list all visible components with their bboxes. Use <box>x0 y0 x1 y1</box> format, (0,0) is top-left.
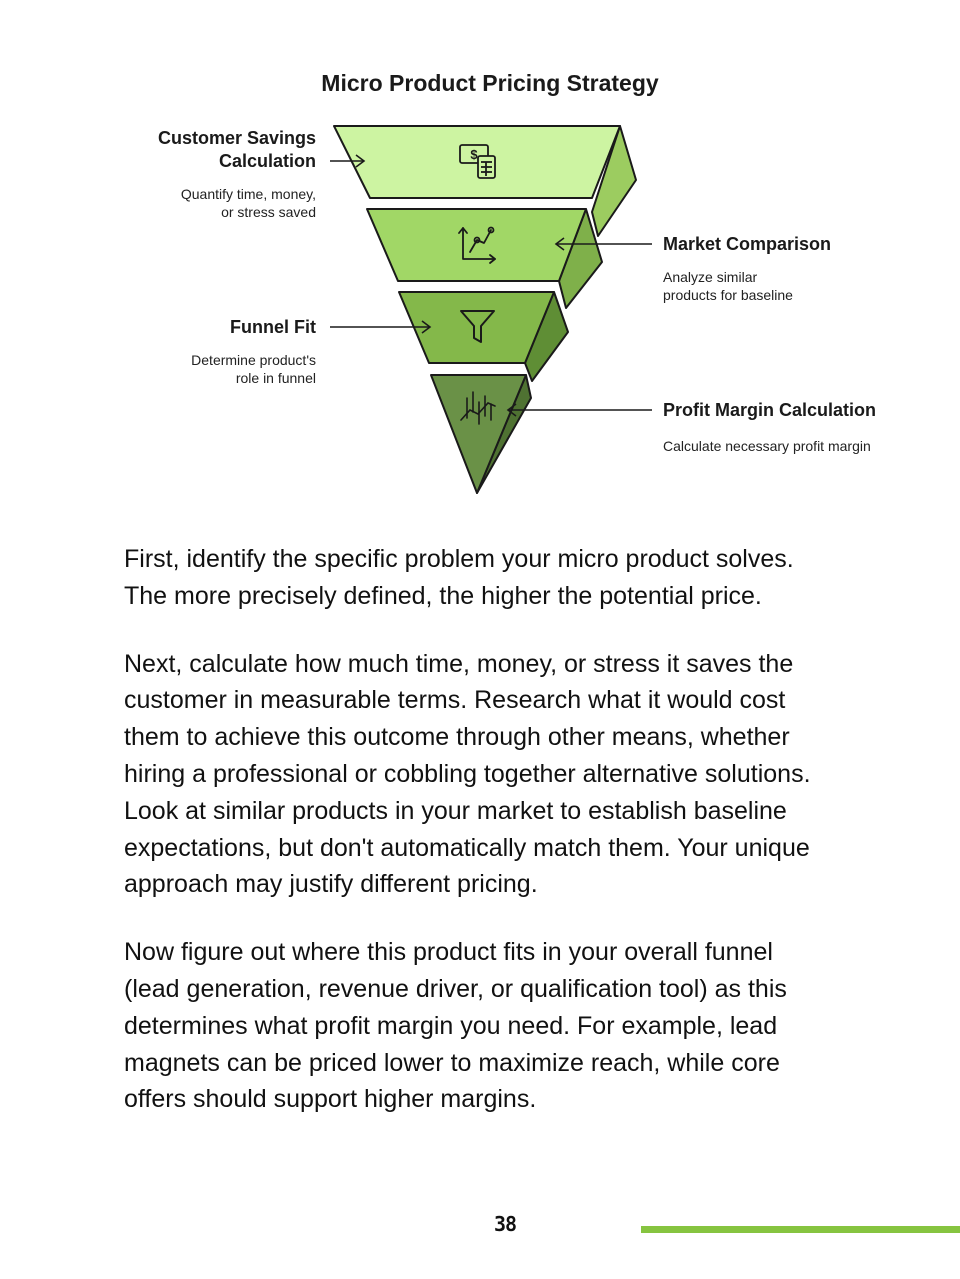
text-line: offers should support higher margins. <box>124 1085 537 1114</box>
connector-market-comparison <box>554 237 652 251</box>
funnel-layer-customer-savings <box>333 125 637 237</box>
profit-margin-title: Profit Margin Calculation <box>663 399 876 422</box>
text-line: Now figure out where this product fits i… <box>124 938 773 967</box>
title-line: Profit Margin Calculation <box>663 400 877 420</box>
connector-profit-margin <box>506 403 652 417</box>
text-line: customer in measurable terms. Research w… <box>124 686 786 715</box>
desc-line: products for baseline <box>663 287 793 303</box>
funnel-icon <box>460 310 495 343</box>
funnel-layer-market-comparison <box>366 208 603 309</box>
text-line: determines what profit margin you need. … <box>124 1011 778 1040</box>
funnel-layer-profit-margin <box>430 374 532 494</box>
footer-accent-bar <box>641 1226 960 1233</box>
desc-line: or stress saved <box>221 204 316 220</box>
profit-chart-icon <box>460 391 496 425</box>
money-calculator-icon: $ <box>459 144 496 179</box>
text-line: Look at similar products in your market … <box>124 796 787 825</box>
text-line: hiring a professional or cobbling togeth… <box>124 759 811 788</box>
title-line: Market Comparison <box>663 234 832 254</box>
svg-text:$: $ <box>470 147 478 162</box>
text-line: First, identify the specific problem you… <box>124 545 794 573</box>
customer-savings-title: Customer Savings Calculation <box>158 127 316 173</box>
pricing-strategy-diagram: $ <box>0 0 960 520</box>
page-number: 38 <box>493 1212 517 1236</box>
paragraph-savings: Next, calculate how much time, money, or… <box>124 646 924 904</box>
text-line: approach may justify different pricing. <box>124 870 538 899</box>
funnel-layer-funnel-fit <box>398 291 569 382</box>
line-graph-icon <box>458 226 496 264</box>
desc-line: Quantify time, money, <box>180 186 316 202</box>
body-text: First, identify the specific problem you… <box>124 541 924 1149</box>
title-line: Calculation <box>218 151 316 171</box>
text-line: magnets can be priced lower to maximize … <box>124 1048 780 1077</box>
paragraph-funnel: Now figure out where this product fits i… <box>124 934 924 1118</box>
text-line: (lead generation, revenue driver, or qua… <box>124 974 787 1003</box>
text-line: Next, calculate how much time, money, or… <box>124 649 794 678</box>
connector-customer-savings <box>330 154 366 168</box>
market-comparison-title: Market Comparison <box>663 233 831 256</box>
text-line: expectations, but don't automatically ma… <box>124 833 810 862</box>
profit-margin-description: Calculate necessary profit margin <box>663 437 871 455</box>
funnel-graphic: $ <box>330 125 652 494</box>
desc-line: role in funnel <box>235 370 316 386</box>
title-line: Customer Savings <box>157 128 316 148</box>
connector-funnel-fit <box>330 320 432 334</box>
title-line: Funnel Fit <box>230 317 316 337</box>
paragraph-problem: First, identify the specific problem you… <box>124 541 924 615</box>
customer-savings-description: Quantify time, money, or stress saved <box>181 185 316 221</box>
text-line: The more precisely defined, the higher t… <box>124 581 762 610</box>
desc-line: Determine product's <box>191 352 316 368</box>
market-comparison-description: Analyze similar products for baseline <box>663 268 793 304</box>
text-line: them to achieve this outcome through oth… <box>124 723 790 752</box>
funnel-fit-title: Funnel Fit <box>230 316 316 339</box>
desc-line: Analyze similar <box>663 269 758 285</box>
desc-line: Calculate necessary profit margin <box>663 438 871 454</box>
diagram-title: Micro Product Pricing Strategy <box>321 70 659 96</box>
funnel-fit-description: Determine product's role in funnel <box>191 351 316 387</box>
